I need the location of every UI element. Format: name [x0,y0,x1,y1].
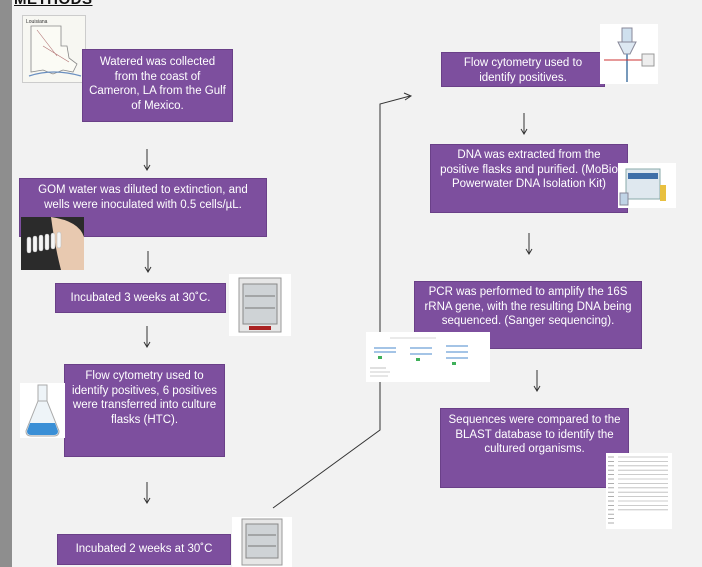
step-collect-water-text: Watered was collected from the coast of … [89,56,226,112]
step-flow-cytometry-transfer-text: Flow cytometry used to identify positive… [71,370,218,426]
flow-cytometer-diagram-image [600,24,658,84]
step-pcr-sequencing: PCR was performed to amplify the 16S rRN… [414,281,642,349]
pcr-diagram-image [366,332,490,382]
culture-flask-image [20,383,65,438]
incubator-image-2 [232,517,292,567]
dna-kit-image [618,163,676,208]
arrow-down-6 [524,233,534,255]
step-pcr-sequencing-text: PCR was performed to amplify the 16S rRN… [424,286,632,327]
arrow-down-3 [142,326,152,348]
step-blast-comparison-text: Sequences were compared to the BLAST dat… [448,414,621,455]
louisiana-map-image: Louisiana [22,15,86,83]
step-flow-cytometry-transfer: Flow cytometry used to identify positive… [64,364,225,457]
step-incubate-2-weeks: Incubated 2 weeks at 30˚C [57,534,231,565]
blast-results-image [606,453,672,529]
well-plate-hand-image [21,217,84,270]
step-incubate-3-weeks: Incubated 3 weeks at 30˚C. [55,283,226,313]
connector-arrow [272,92,413,509]
step-flow-cytometry-positives: Flow cytometry used to identify positive… [441,52,605,87]
map-label: Louisiana [26,19,48,25]
arrow-down-5 [519,113,529,135]
step-dilute-inoculate: GOM water was diluted to extinction, and… [19,178,267,237]
step-incubate-2-weeks-text: Incubated 2 weeks at 30˚C [75,543,213,555]
step-dna-extraction-text: DNA was extracted from the positive flas… [440,149,618,190]
arrow-down-4 [142,482,152,504]
step-dna-extraction: DNA was extracted from the positive flas… [430,144,628,213]
left-edge-strip [0,0,12,567]
arrow-down-2 [143,251,153,273]
incubator-image-1 [229,274,291,336]
step-collect-water: Watered was collected from the coast of … [82,49,233,122]
step-flow-cytometry-positives-text: Flow cytometry used to identify positive… [463,57,583,84]
step-blast-comparison: Sequences were compared to the BLAST dat… [440,408,629,488]
step-incubate-3-weeks-text: Incubated 3 weeks at 30˚C. [70,292,211,304]
arrow-down-7 [532,370,542,392]
step-dilute-inoculate-text: GOM water was diluted to extinction, and… [38,184,248,211]
page-title: METHODS [14,0,93,8]
arrow-down-1 [142,149,152,171]
